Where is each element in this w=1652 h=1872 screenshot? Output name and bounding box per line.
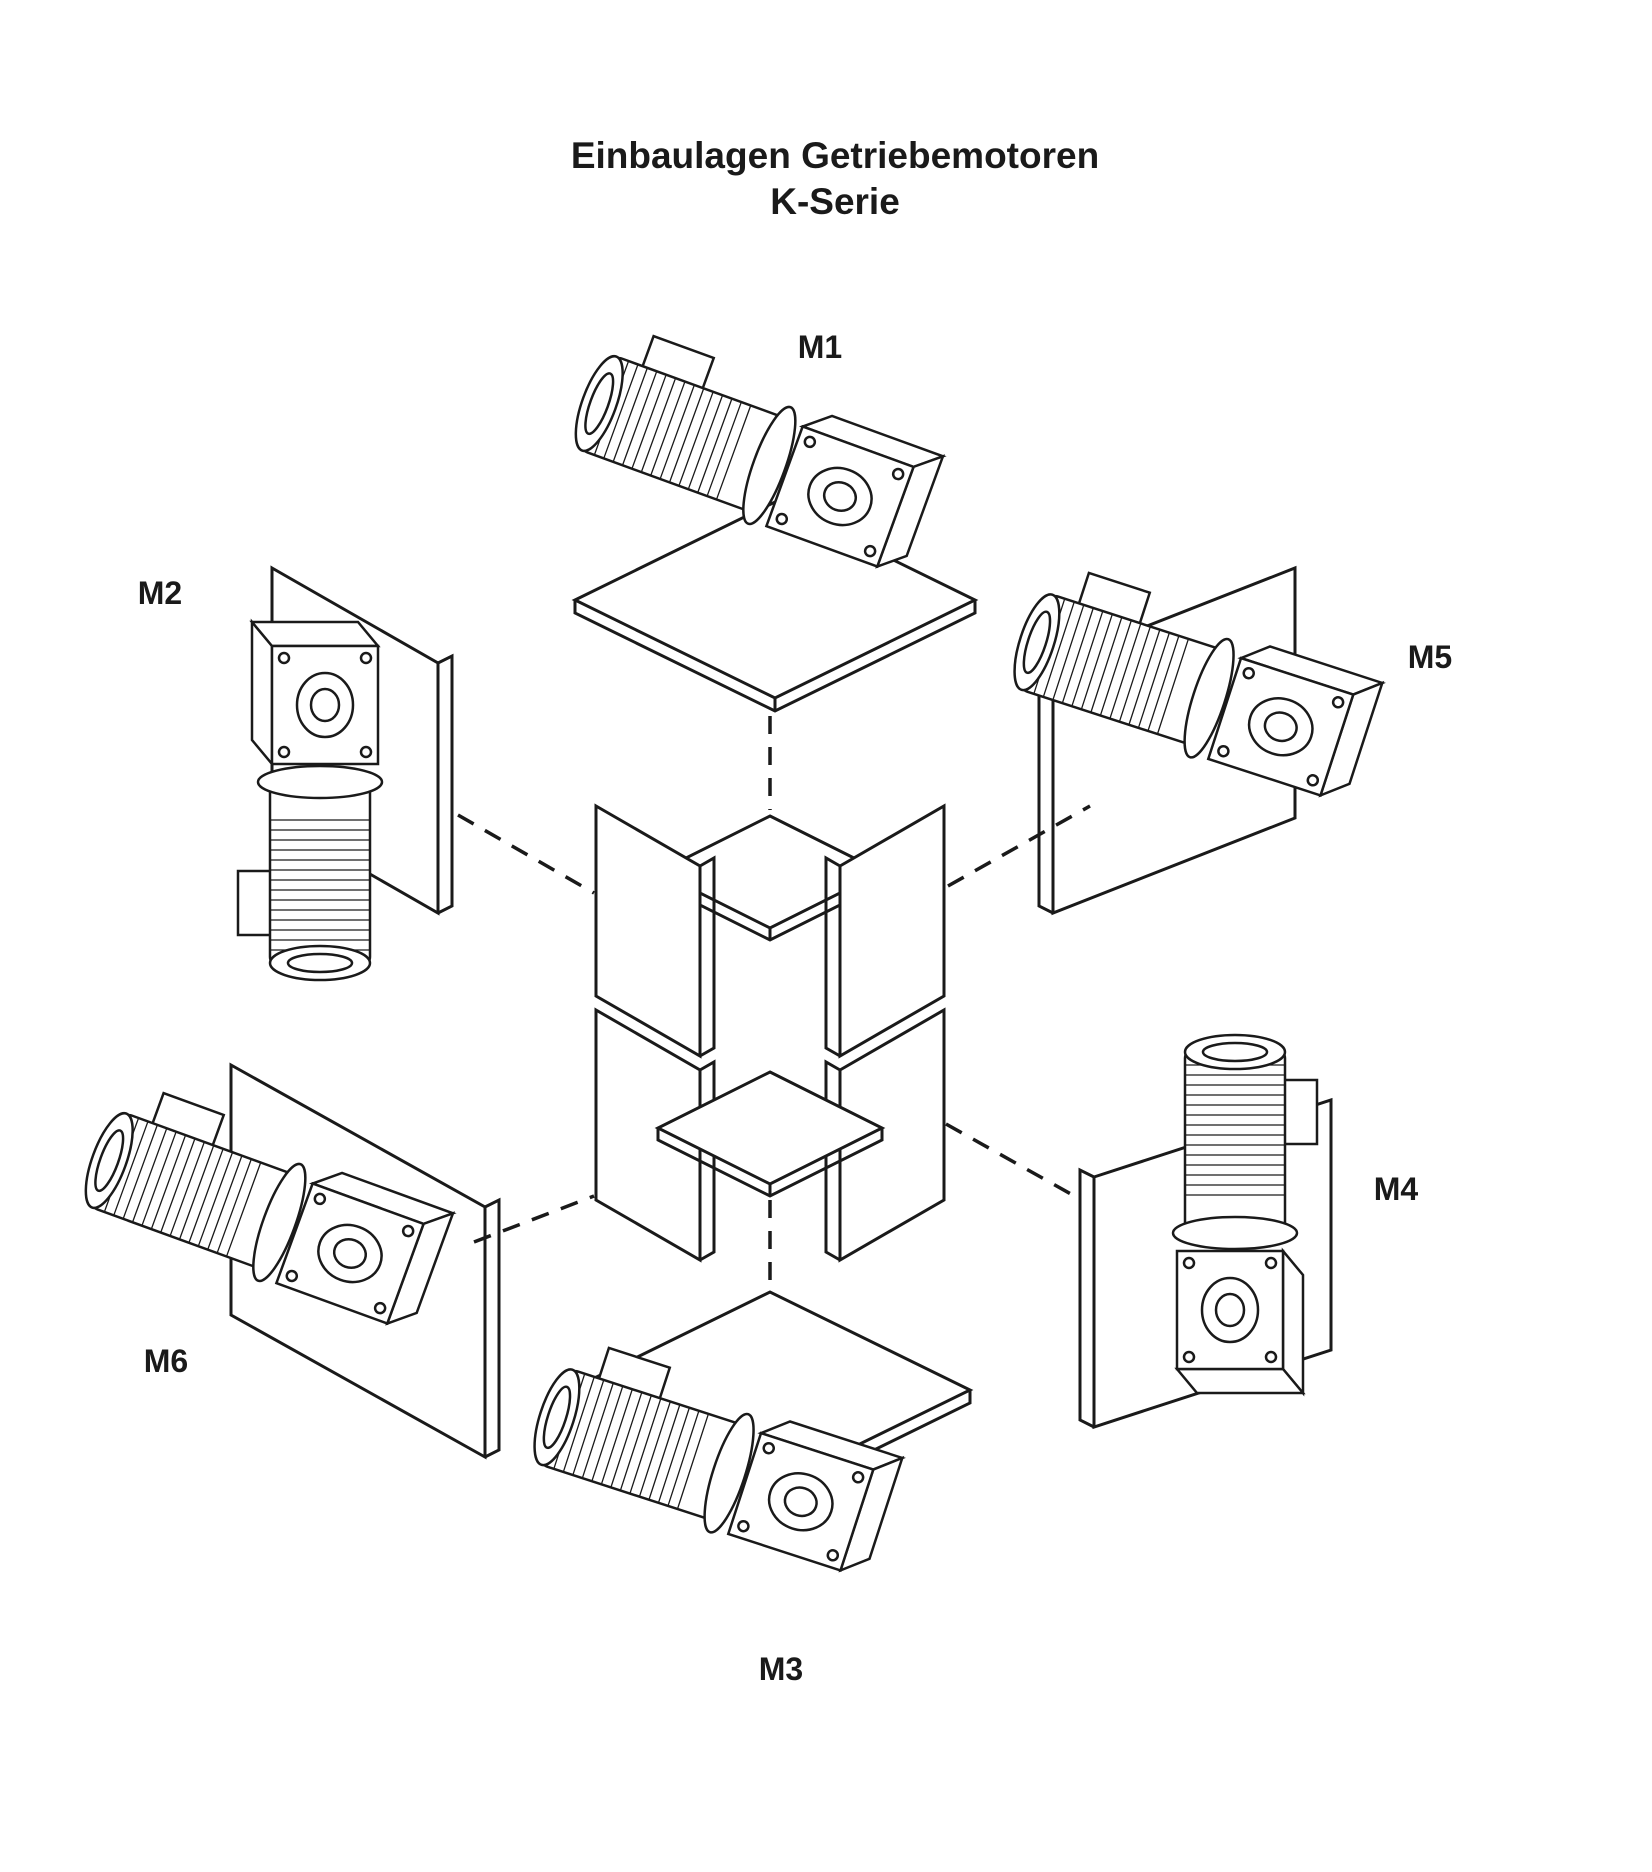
position-label-m2: M2 <box>138 575 182 611</box>
position-label-m5: M5 <box>1408 639 1452 675</box>
cube-wall-upper-left <box>594 803 716 1059</box>
position-label-m1: M1 <box>798 329 842 365</box>
page-title: Einbaulagen Getriebemotoren <box>571 135 1099 176</box>
projection-line-m6 <box>473 1194 595 1244</box>
gearmotor-m2 <box>236 620 384 982</box>
position-label-m3: M3 <box>759 1651 803 1687</box>
cube-wall-upper-right <box>824 803 946 1059</box>
page-subtitle: K-Serie <box>770 181 900 222</box>
projection-line-m2 <box>457 813 595 895</box>
cube-bottom-face <box>654 1070 886 1198</box>
projection-line-m4 <box>945 1122 1079 1200</box>
position-label-m6: M6 <box>144 1343 188 1379</box>
projection-line-m5 <box>947 804 1091 888</box>
cube-wall-lower-left <box>594 1007 716 1263</box>
position-label-m4: M4 <box>1374 1171 1419 1207</box>
reference-cube <box>594 803 946 1263</box>
